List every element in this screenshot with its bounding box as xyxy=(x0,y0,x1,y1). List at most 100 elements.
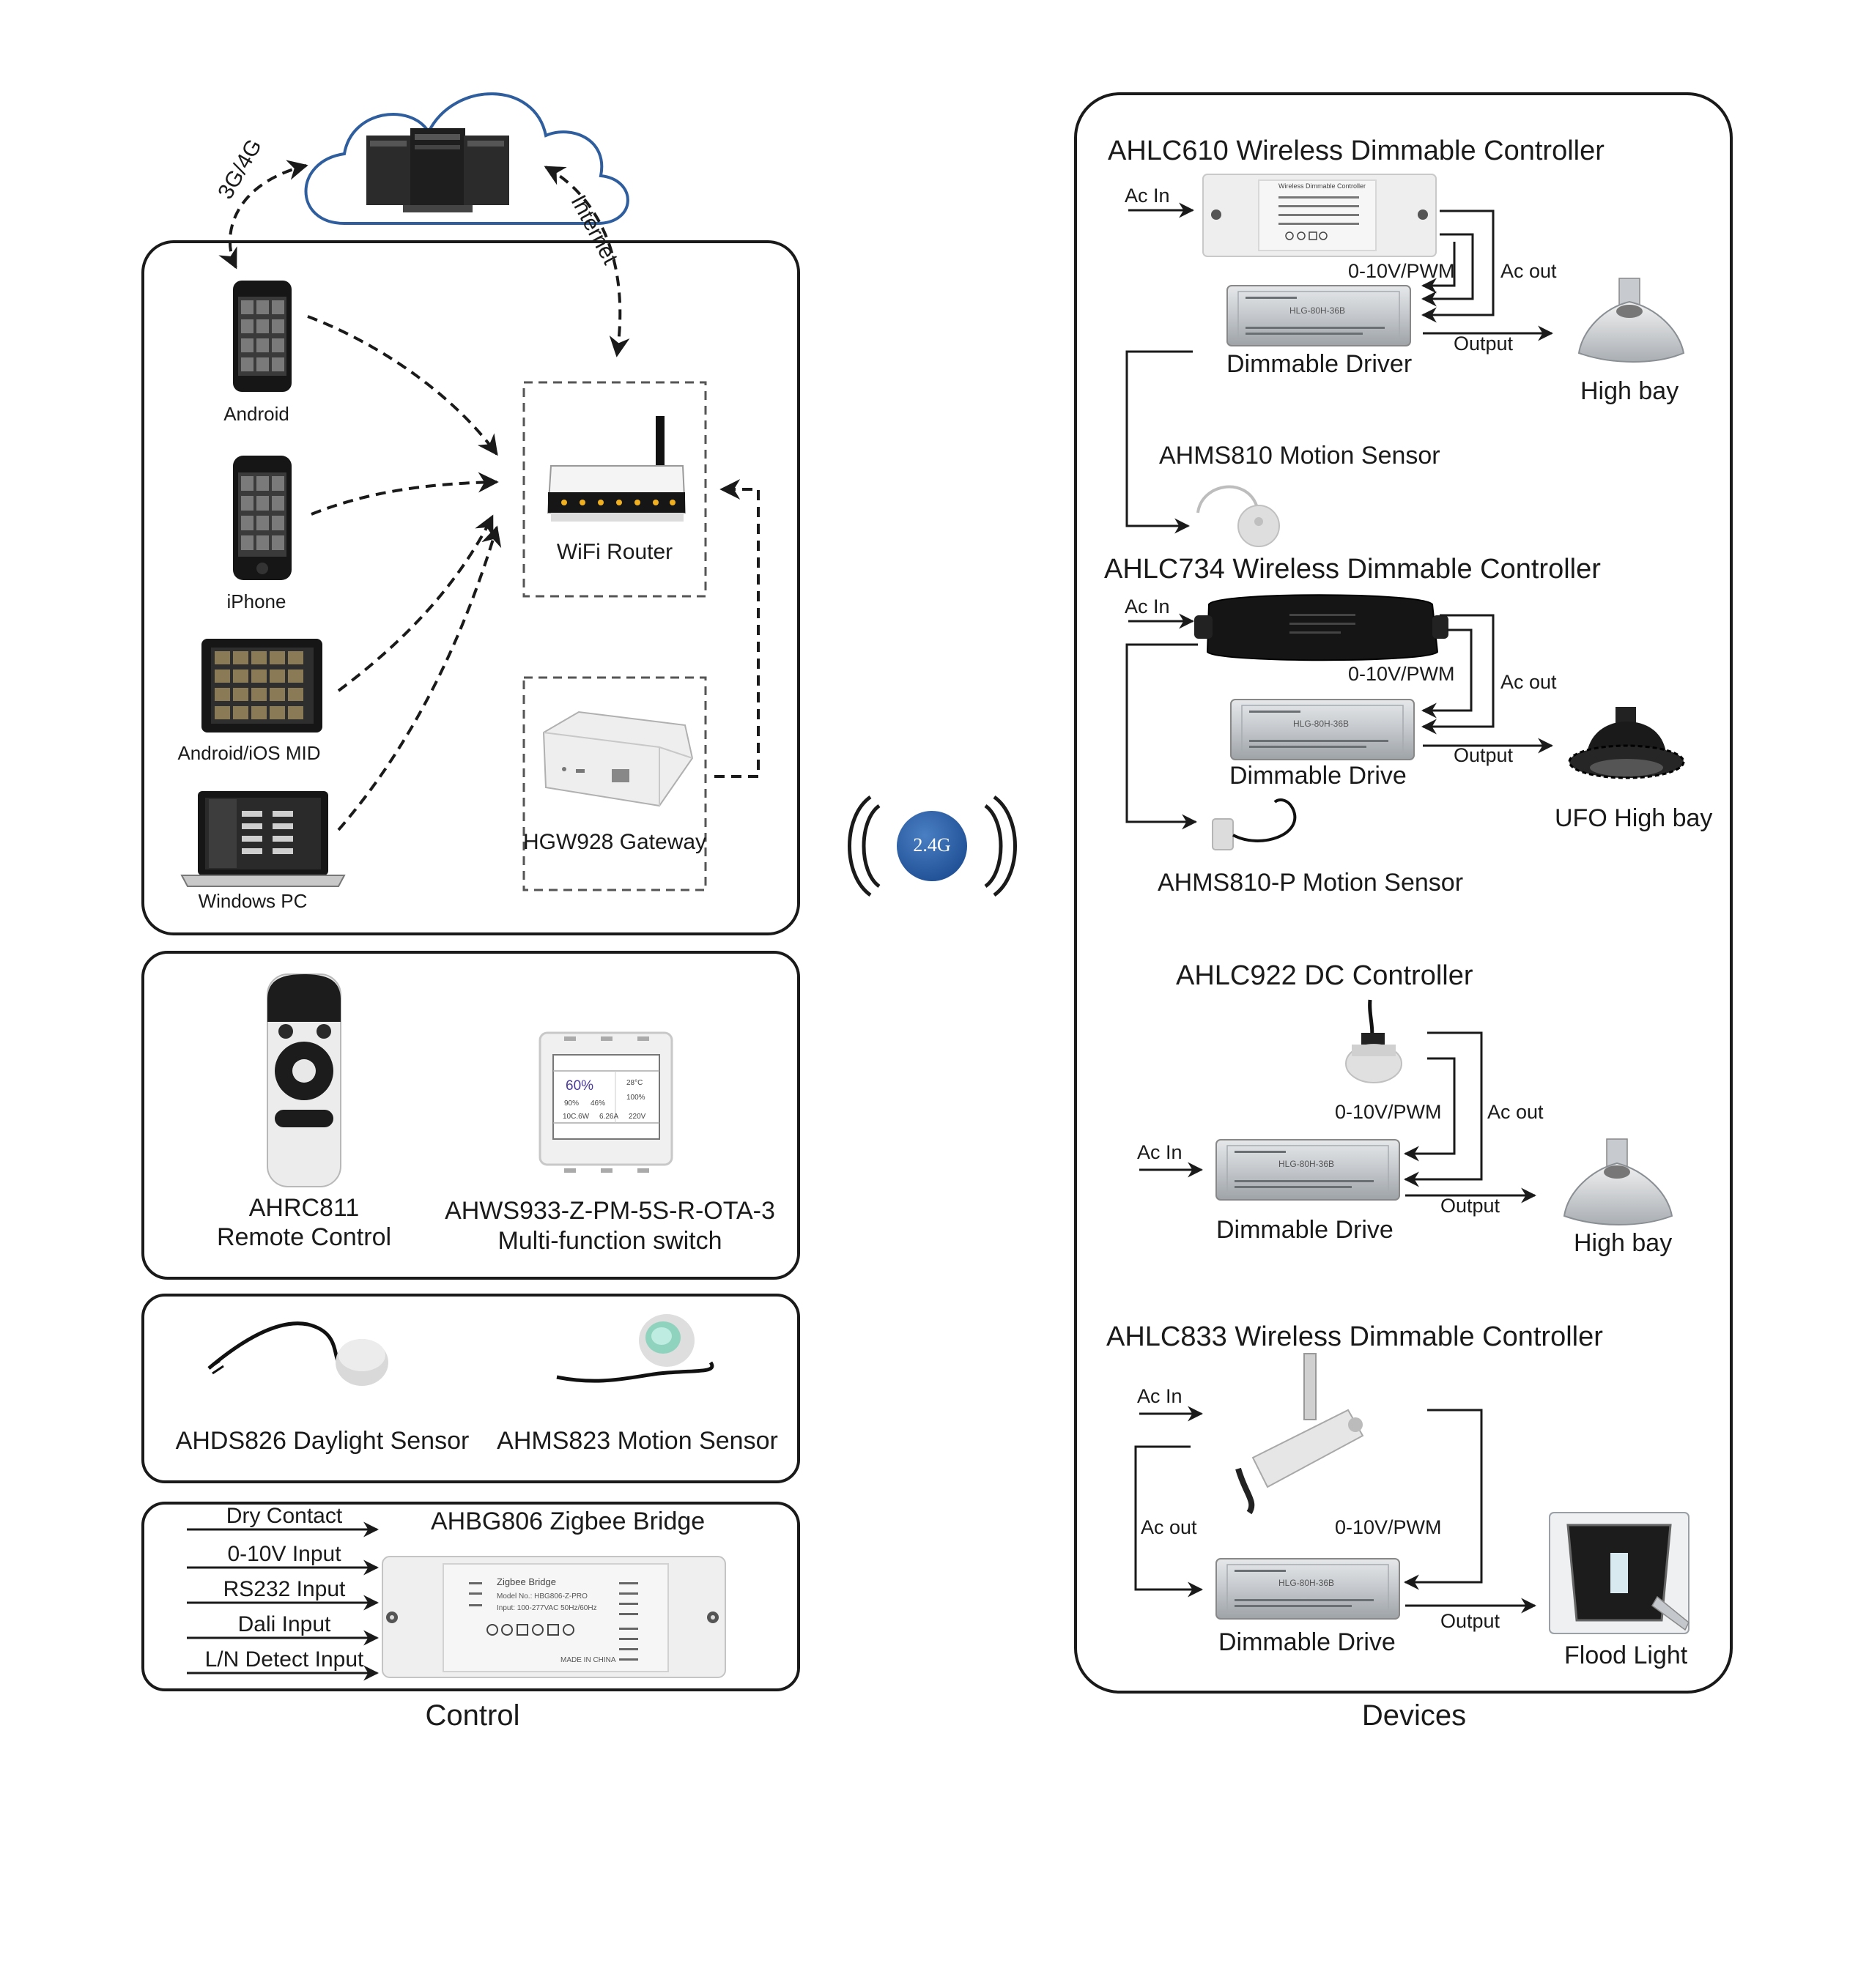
ahms810-sensor-label: AHMS810 Motion Sensor xyxy=(1159,442,1440,470)
wireless-2g4-icon xyxy=(848,795,1017,897)
ahlc734-pwm-label: 0-10V/PWM xyxy=(1348,663,1455,685)
sensor-panel xyxy=(141,1294,800,1483)
ahlc610-output-label: Output xyxy=(1454,333,1514,355)
ahlc734-driver-label: Dimmable Drive xyxy=(1229,762,1407,790)
laptop-icon xyxy=(180,791,346,887)
switch-readout-d: 100% xyxy=(626,1094,645,1102)
bridge-input-dali: Dali Input xyxy=(237,1612,331,1636)
android-to-router-arrow xyxy=(307,315,498,456)
ahlc833-wiring xyxy=(1134,1409,1537,1614)
ahms810-sensor-icon xyxy=(1196,485,1280,547)
ahlc833-title: AHLC833 Wireless Dimmable Controller xyxy=(1106,1321,1603,1352)
ahlc833-acout-label: Ac out xyxy=(1141,1516,1197,1538)
ahlc833-floodlight-icon xyxy=(1549,1512,1689,1634)
gateway-box xyxy=(522,676,707,891)
bridge-plate-name: Zigbee Bridge xyxy=(497,1576,556,1587)
ahlc610-wiring xyxy=(1125,209,1554,534)
wireless-badge-label: 2.4G xyxy=(913,834,951,856)
switch-readout-b: 46% xyxy=(591,1099,606,1108)
remote-desc-label: Remote Control xyxy=(216,1223,392,1251)
ahlc833-driver-label: Dimmable Drive xyxy=(1218,1628,1396,1656)
ahlc734-ufo-highbay-icon xyxy=(1568,707,1685,779)
ahlc734-acout-label: Ac out xyxy=(1500,671,1557,693)
bridge-plate-made: MADE IN CHINA xyxy=(560,1656,616,1664)
ahlc922-wiring xyxy=(1139,1031,1537,1203)
devices-section-label: Devices xyxy=(1361,1699,1467,1732)
bridge-plate-input: Input: 100-277VAC 50Hz/60Hz xyxy=(497,1604,597,1612)
ahlc610-pwm-label: 0-10V/PWM xyxy=(1348,260,1455,282)
pc-to-router-arrow xyxy=(337,525,502,831)
ahlc734-driver-icon xyxy=(1230,699,1415,760)
ahlc833-light-label: Flood Light xyxy=(1564,1642,1688,1669)
bridge-input-0-10v: 0-10V Input xyxy=(227,1542,341,1566)
motion-sensor-label: AHMS823 Motion Sensor xyxy=(497,1427,778,1455)
mid-label: Android/iOS MID xyxy=(177,742,321,764)
remote-control-icon xyxy=(267,973,341,1187)
iphone-icon xyxy=(233,456,292,580)
router-label: WiFi Router xyxy=(556,540,673,564)
router-box xyxy=(522,381,707,598)
ahlc922-title: AHLC922 DC Controller xyxy=(1176,960,1473,991)
devices-panel xyxy=(1074,92,1733,1694)
bridge-input-dry-contact: Dry Contact xyxy=(226,1504,343,1528)
motion-sensor-icon xyxy=(556,1314,714,1383)
ahlc922-acout-label: Ac out xyxy=(1487,1101,1544,1123)
bridge-input-ln-detect: L/N Detect Input xyxy=(204,1647,364,1672)
network-panel xyxy=(141,240,800,935)
bridge-input-rs232: RS232 Input xyxy=(223,1577,346,1601)
ahlc610-driver-model: HLG-80H-36B xyxy=(1289,305,1346,316)
ahms810p-sensor-label: AHMS810-P Motion Sensor xyxy=(1158,869,1464,897)
ahms810p-sensor-icon xyxy=(1212,798,1297,850)
pc-label: Windows PC xyxy=(198,890,308,912)
android-label: Android xyxy=(223,403,289,425)
remote-model-label: AHRC811 xyxy=(248,1194,360,1222)
iphone-to-router-arrow xyxy=(311,472,499,516)
ahlc734-light-label: UFO High bay xyxy=(1555,804,1713,832)
ahlc833-controller-icon xyxy=(1235,1353,1364,1515)
switch-readout-c: 28°C xyxy=(626,1079,643,1087)
tablet-to-router-arrow xyxy=(337,514,494,692)
switch-level-readout: 60% xyxy=(566,1078,594,1094)
bridge-input-arrows xyxy=(187,1521,380,1681)
control-section-label: Control xyxy=(425,1699,520,1732)
ahlc610-acin-label: Ac In xyxy=(1125,185,1170,207)
ahlc610-driver-icon xyxy=(1226,285,1411,346)
ahlc922-light-label: High bay xyxy=(1574,1229,1673,1257)
ahlc734-wiring xyxy=(1125,614,1554,830)
bridge-panel xyxy=(141,1502,800,1691)
ahlc610-acout-label: Ac out xyxy=(1500,260,1557,282)
mobile-link-arrow xyxy=(218,160,308,270)
ahlc734-output-label: Output xyxy=(1454,744,1514,766)
multi-function-switch-icon xyxy=(539,1031,673,1173)
ahlc922-acin-label: Ac In xyxy=(1137,1141,1183,1163)
ahlc734-controller-icon xyxy=(1194,594,1448,661)
ahlc610-highbay-icon xyxy=(1577,278,1685,363)
ahlc922-driver-icon xyxy=(1215,1139,1400,1201)
gateway-icon xyxy=(542,711,694,807)
ahlc734-driver-model: HLG-80H-36B xyxy=(1293,719,1350,729)
switch-desc-label: Multi-function switch xyxy=(497,1227,722,1255)
remote-panel xyxy=(141,951,800,1280)
ahlc922-output-label: Output xyxy=(1440,1195,1500,1217)
switch-readout-f: 6.26A xyxy=(599,1113,619,1121)
ahlc734-acin-label: Ac In xyxy=(1125,596,1170,617)
internet-link-arrow xyxy=(544,166,630,357)
android-phone-icon xyxy=(233,281,292,392)
ahlc833-output-label: Output xyxy=(1440,1610,1500,1632)
bridge-title: AHBG806 Zigbee Bridge xyxy=(431,1507,706,1535)
ahlc610-controller-icon xyxy=(1202,174,1437,257)
ahlc610-driver-label: Dimmable Driver xyxy=(1226,350,1413,378)
ahlc734-title: AHLC734 Wireless Dimmable Controller xyxy=(1104,554,1601,585)
switch-readout-a: 90% xyxy=(564,1099,580,1108)
ahlc922-driver-model: HLG-80H-36B xyxy=(1278,1159,1335,1169)
ahlc833-driver-icon xyxy=(1215,1558,1400,1620)
ahlc922-driver-label: Dimmable Drive xyxy=(1216,1216,1394,1244)
ahlc922-pwm-label: 0-10V/PWM xyxy=(1335,1101,1442,1123)
switch-readout-g: 220V xyxy=(629,1113,646,1121)
ahlc610-plate-label: Wireless Dimmable Controller xyxy=(1278,182,1366,190)
iphone-label: iPhone xyxy=(226,590,286,612)
switch-readout-e: 10C.6W xyxy=(563,1113,590,1121)
daylight-sensor-label: AHDS826 Daylight Sensor xyxy=(175,1427,470,1455)
gateway-label: HGW928 Gateway xyxy=(522,830,707,854)
